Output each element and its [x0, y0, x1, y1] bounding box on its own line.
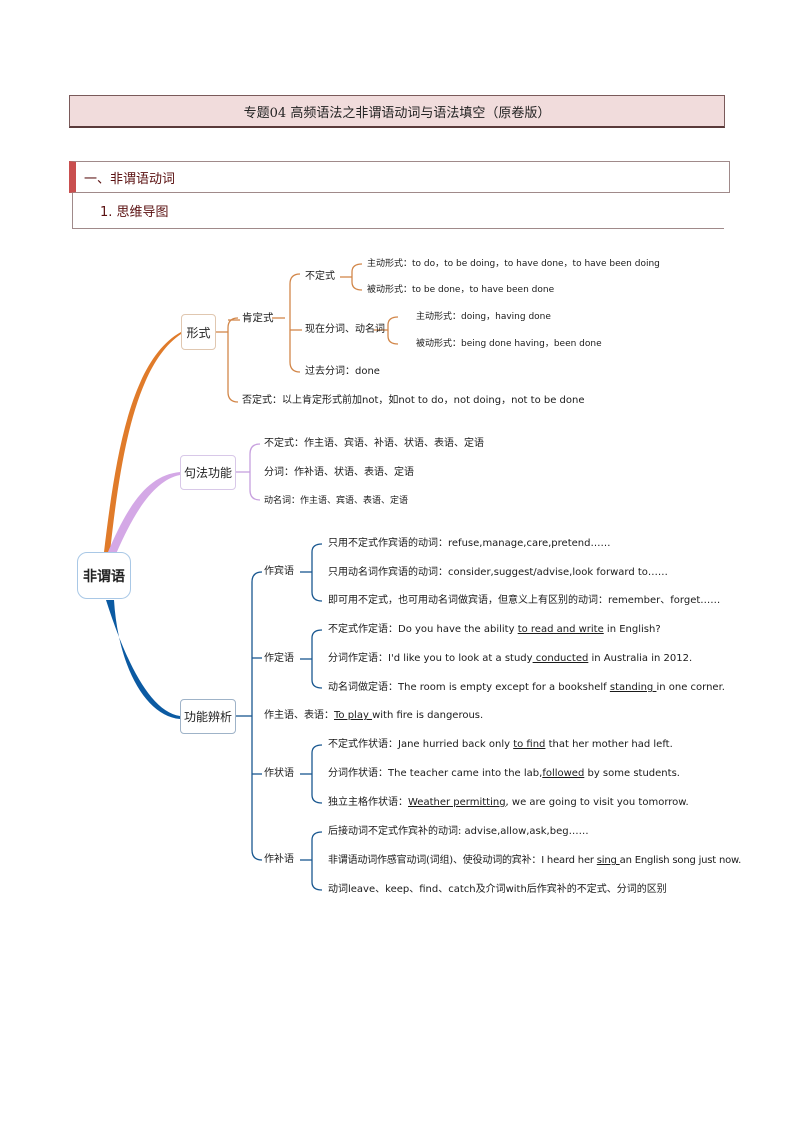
- text: with fire is dangerous.: [372, 710, 484, 721]
- underlined-text: standing: [609, 682, 657, 693]
- object-item-1: 只用动名词作宾语的动词：consider,suggest/advise,look…: [328, 567, 668, 578]
- complement-item-0: 后接动词不定式作宾补的动词: advise,allow,ask,beg……: [328, 825, 589, 839]
- root-node[interactable]: 非谓语: [77, 552, 131, 599]
- form-node-label: 形式: [186, 325, 211, 340]
- syntax-node[interactable]: 句法功能: [180, 455, 236, 490]
- complement-item-2: 动词leave、keep、find、catch及介词with后作宾补的不定式、分…: [328, 883, 667, 897]
- text: 后接动词不定式作宾补的动词: advise,allow,ask,beg……: [328, 826, 589, 837]
- attributive-item-0: 不定式作定语：Do you have the ability to read a…: [328, 623, 661, 637]
- participle-passive: 被动形式：being done having，been done: [416, 339, 602, 349]
- participle-gerund-label: 现在分词、动名词: [305, 324, 385, 335]
- text: 分词作定语：I'd like you to look at a study: [328, 653, 533, 664]
- complement-item-1: 非谓语动词作感官动词(词组)、使役动词的宾补：I heard her sing …: [328, 854, 741, 868]
- text: 不定式作定语：Do you have the ability: [328, 624, 518, 635]
- attributive-item-1: 分词作定语：I'd like you to look at a study co…: [328, 652, 692, 666]
- text: 分词作状语：The teacher came into the lab,: [328, 768, 543, 779]
- text: in Australia in 2012.: [588, 653, 693, 664]
- subsection-heading: 1. 思维导图: [72, 193, 724, 229]
- infinitive-passive: 被动形式：to be done，to have been done: [367, 285, 555, 295]
- branch-function: [106, 600, 180, 719]
- text: an English song just now.: [619, 855, 742, 866]
- past-participle: 过去分词：done: [305, 366, 380, 377]
- text: , we are going to visit you tomorrow.: [505, 797, 689, 808]
- complement-label: 作补语: [264, 854, 294, 865]
- infinitive-active: 主动形式：to do，to be doing，to have done，to h…: [367, 259, 660, 269]
- affirmative-label: 肯定式: [242, 312, 274, 324]
- negative-form: 否定式：以上肯定形式前加not，如not to do，not doing，not…: [242, 395, 585, 406]
- underlined-text: To play: [334, 710, 373, 721]
- adverbial-item-1: 分词作状语：The teacher came into the lab,foll…: [328, 767, 680, 781]
- branch-syntax: [108, 472, 180, 554]
- adverbial-label: 作状语: [264, 768, 294, 779]
- subsection-heading-text: 1. 思维导图: [100, 205, 169, 220]
- underlined-text: followed: [542, 768, 585, 779]
- text: 作主语、表语：: [264, 710, 334, 721]
- text: in English?: [603, 624, 661, 635]
- object-item-2: 即可用不定式，也可用动名词做宾语，但意义上有区别的动词：remember、for…: [328, 595, 721, 606]
- participle-active: 主动形式：doing，having done: [416, 312, 551, 322]
- form-node[interactable]: 形式: [181, 314, 216, 350]
- adverbial-item-0: 不定式作状语：Jane hurried back only to find th…: [328, 738, 673, 752]
- document-title: 专题04 高频语法之非谓语动词与语法填空（原卷版）: [69, 95, 725, 128]
- underlined-text: Weather permitting: [408, 797, 506, 808]
- object-label: 作宾语: [264, 566, 294, 577]
- text: 不定式作状语：Jane hurried back only: [328, 739, 514, 750]
- syntax-item-2: 动名词：作主语、宾语、表语、定语: [264, 496, 409, 506]
- infinitive-label: 不定式: [305, 271, 335, 282]
- syntax-item-0: 不定式：作主语、宾语、补语、状语、表语、定语: [264, 438, 484, 449]
- branch-form: [104, 332, 181, 552]
- adverbial-item-2: 独立主格作状语：Weather permitting, we are going…: [328, 796, 689, 810]
- text: in one corner.: [656, 682, 725, 693]
- function-node-label: 功能辨析: [183, 710, 232, 724]
- text: 独立主格作状语：: [328, 797, 408, 808]
- object-item-0: 只用不定式作宾语的动词：refuse,manage,care,pretend……: [328, 538, 611, 549]
- text: 动词leave、keep、find、catch及介词with后作宾补的不定式、分…: [328, 884, 667, 895]
- underlined-text: to read and write: [517, 624, 604, 635]
- underlined-text: conducted: [532, 653, 589, 664]
- syntax-item-1: 分词：作补语、状语、表语、定语: [264, 467, 414, 478]
- attributive-label: 作定语: [264, 653, 294, 664]
- syntax-node-label: 句法功能: [183, 466, 232, 480]
- function-node[interactable]: 功能辨析: [180, 699, 236, 734]
- subject-predicative-item: 作主语、表语：To play with fire is dangerous.: [264, 709, 483, 723]
- text: by some students.: [584, 768, 680, 779]
- attributive-item-2: 动名词做定语：The room is empty except for a bo…: [328, 681, 725, 695]
- root-node-label: 非谓语: [83, 568, 125, 585]
- underlined-text: to find: [513, 739, 546, 750]
- section-heading: 一、非谓语动词: [69, 161, 730, 193]
- section-heading-text: 一、非谓语动词: [84, 171, 176, 187]
- text: 动名词做定语：The room is empty except for a bo…: [328, 682, 610, 693]
- document-title-text: 专题04 高频语法之非谓语动词与语法填空（原卷版）: [243, 105, 551, 121]
- underlined-text: sing: [596, 855, 620, 866]
- text: that her mother had left.: [545, 739, 673, 750]
- text: 非谓语动词作感官动词(词组)、使役动词的宾补：I heard her: [328, 855, 597, 866]
